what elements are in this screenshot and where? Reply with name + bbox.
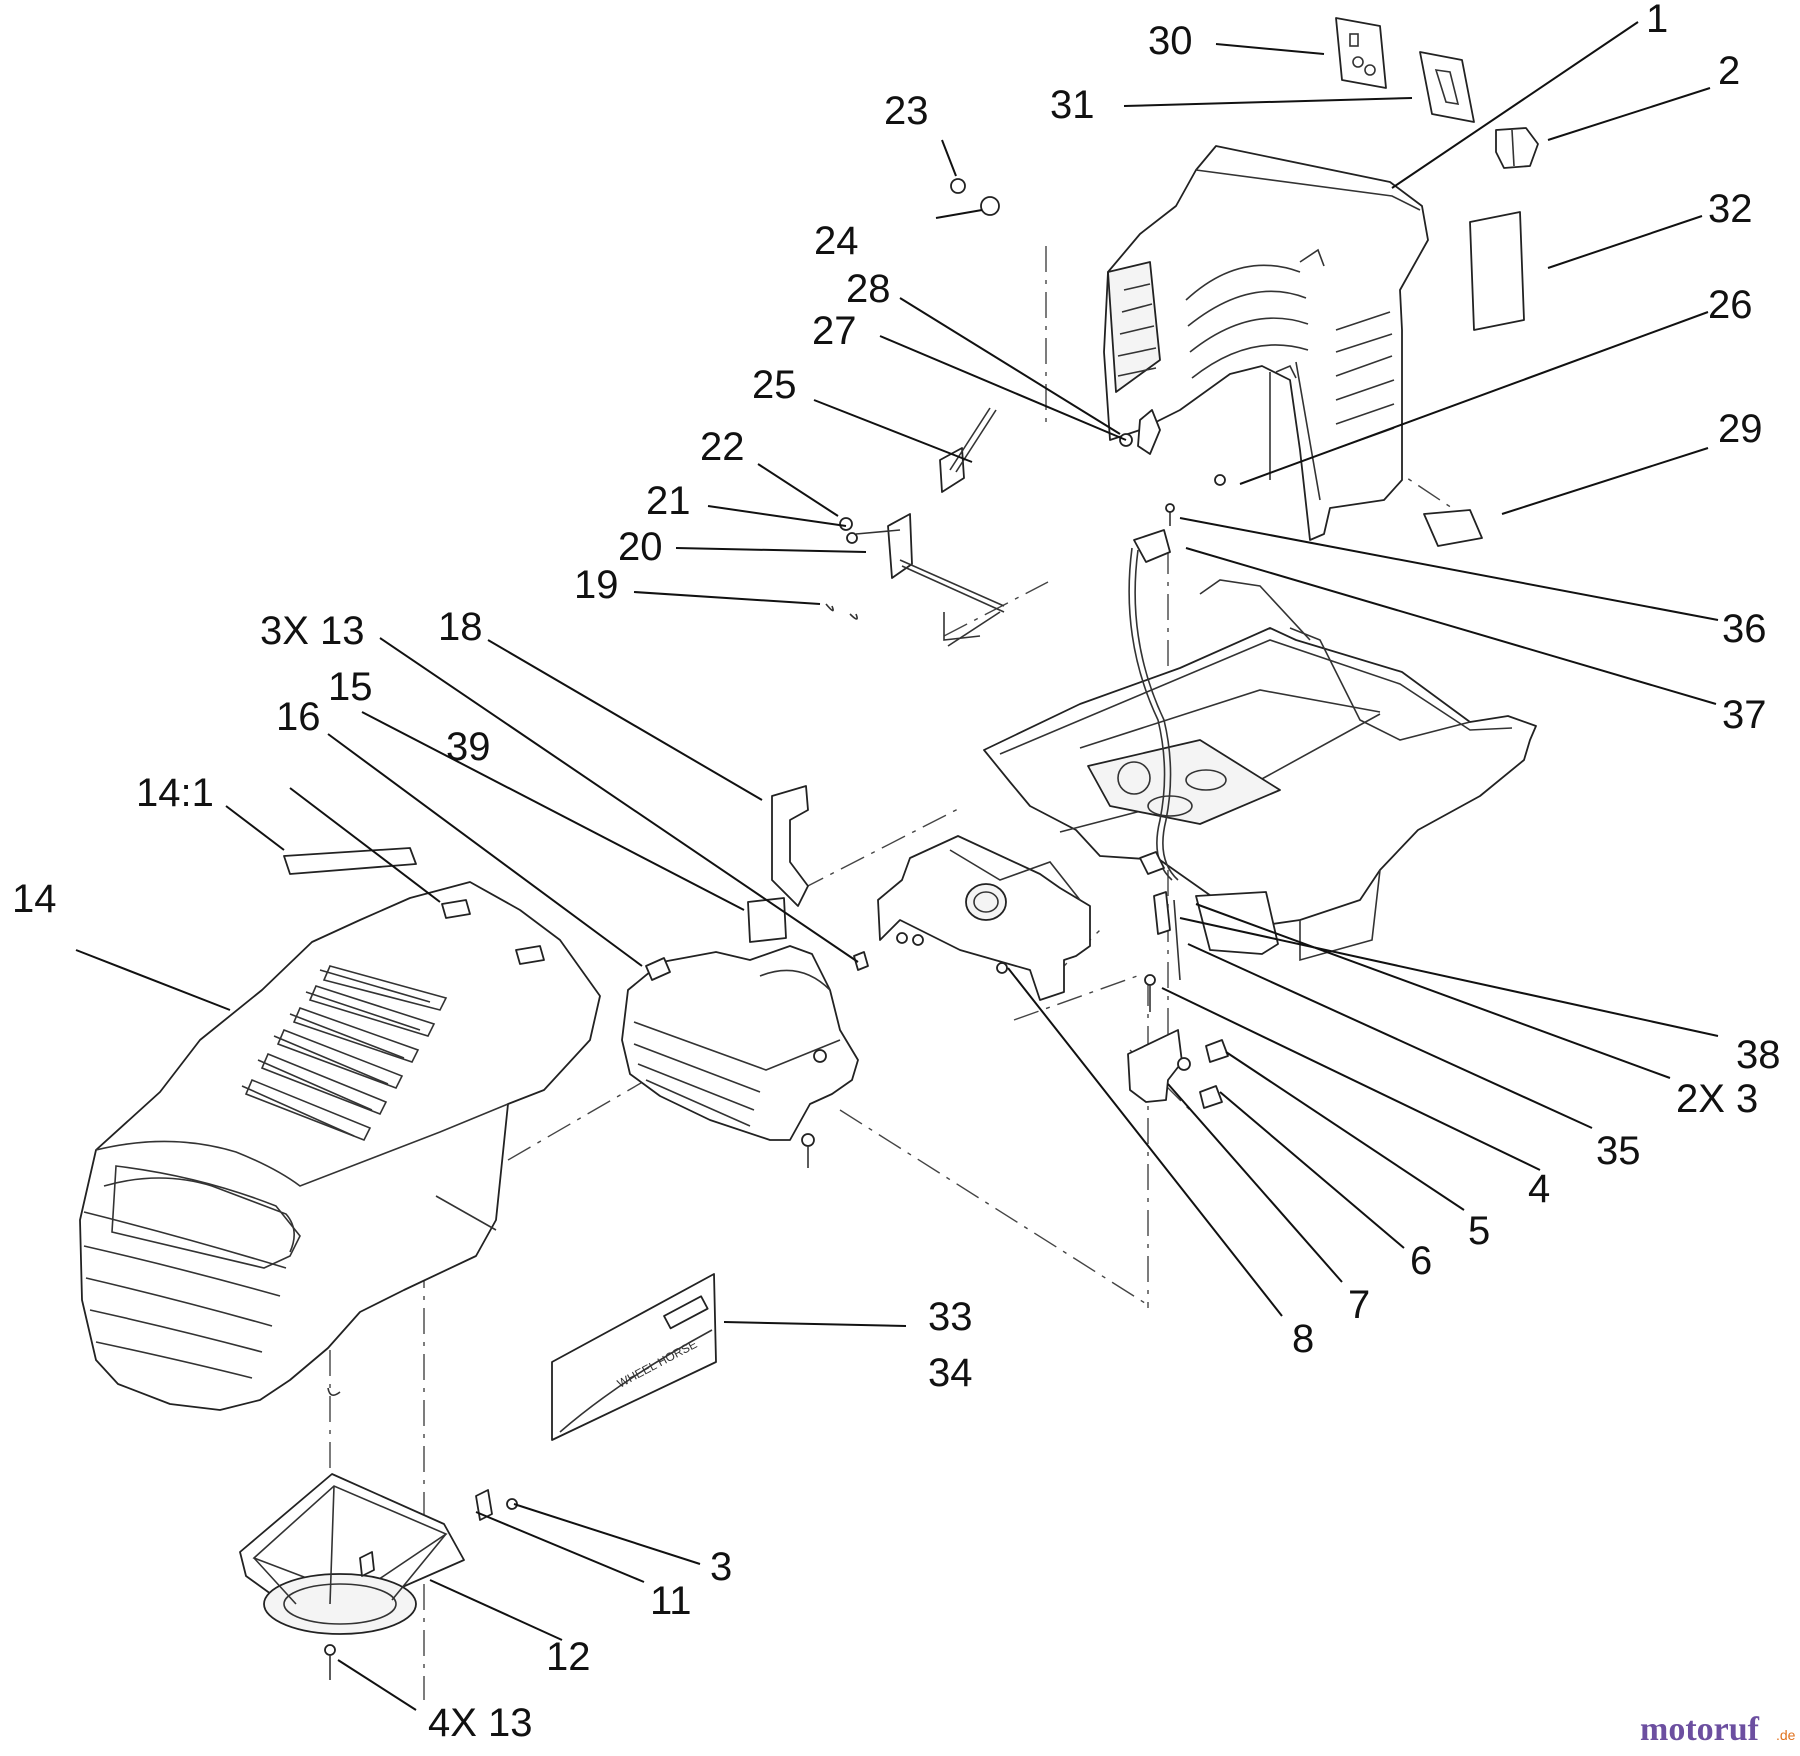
callout-2x3: 2X 3 [1676, 1077, 1758, 1121]
callout-33: 33 [928, 1295, 973, 1339]
hood-decal-39 [441, 899, 545, 965]
callout-25: 25 [752, 363, 797, 407]
callout-21: 21 [646, 479, 691, 523]
watermark-text: motoruf [1640, 1711, 1760, 1748]
bracket-7 [1127, 974, 1229, 1109]
screw-3x13 [853, 951, 869, 971]
callout-32: 32 [1708, 187, 1753, 231]
callout-6: 6 [1410, 1239, 1432, 1283]
leader-lines [75, 21, 1719, 1711]
decal-31 [1419, 51, 1475, 123]
callout-8: 8 [1292, 1317, 1314, 1361]
callout-3x13: 3X 13 [260, 609, 365, 653]
decal-29 [1423, 509, 1483, 547]
watermark: motoruf .de [1640, 1711, 1796, 1748]
callout-4: 4 [1528, 1167, 1550, 1211]
callout-7: 7 [1348, 1283, 1370, 1327]
callout-34: 34 [928, 1351, 973, 1395]
front-grille-panel [621, 945, 859, 1168]
callout-14-1: 14:1 [136, 771, 214, 815]
callout-18: 18 [438, 605, 483, 649]
steering-support [877, 835, 1091, 1001]
watermark-suffix: .de [1776, 1727, 1796, 1743]
callout-28: 28 [846, 267, 891, 311]
callout-38: 38 [1736, 1033, 1781, 1077]
hood-decal-14-1 [283, 847, 417, 875]
callout-26: 26 [1708, 283, 1753, 327]
callout-3: 3 [710, 1545, 732, 1589]
callout-22: 22 [700, 425, 745, 469]
side-decal-33-34: WHEEL HORSE [551, 1273, 717, 1441]
callout-5: 5 [1468, 1209, 1490, 1253]
callout-11: 11 [650, 1579, 692, 1623]
hood [79, 881, 601, 1411]
knob-part [1495, 127, 1539, 169]
callout-35: 35 [1596, 1129, 1641, 1173]
bolt-35-38 [1139, 851, 1181, 981]
cup-pan [239, 1473, 518, 1680]
callout-2: 2 [1718, 49, 1740, 93]
callout-39: 39 [446, 725, 491, 769]
callout-36: 36 [1722, 607, 1767, 651]
callout-1: 1 [1646, 0, 1668, 41]
callout-37: 37 [1722, 693, 1767, 737]
callout-27: 27 [812, 309, 857, 353]
decal-15 [747, 897, 787, 943]
callout-15: 15 [328, 665, 373, 709]
floor-pan [983, 579, 1537, 962]
callout-30: 30 [1148, 19, 1193, 63]
decal-32 [1469, 211, 1525, 331]
callout-14: 14 [12, 877, 57, 921]
callout-16: 16 [276, 695, 321, 739]
dash-panel-console [1103, 145, 1429, 541]
callout-4x13: 4X 13 [428, 1701, 533, 1745]
washer-23-24 [950, 178, 1226, 486]
callout-31: 31 [1050, 83, 1095, 127]
callout-19: 19 [574, 563, 619, 607]
callout-23: 23 [884, 89, 929, 133]
decal-30 [1335, 17, 1387, 89]
callout-20: 20 [618, 525, 663, 569]
throttle-linkage [825, 407, 1005, 647]
callout-24: 24 [814, 219, 859, 263]
callout-labels: 1 2 3 4 5 6 7 8 11 12 14 14:1 15 16 18 1… [12, 0, 1781, 1745]
callout-29: 29 [1718, 407, 1763, 451]
cable-bracket [1128, 503, 1179, 881]
bracket-18 [771, 785, 809, 907]
callout-12: 12 [546, 1635, 591, 1679]
